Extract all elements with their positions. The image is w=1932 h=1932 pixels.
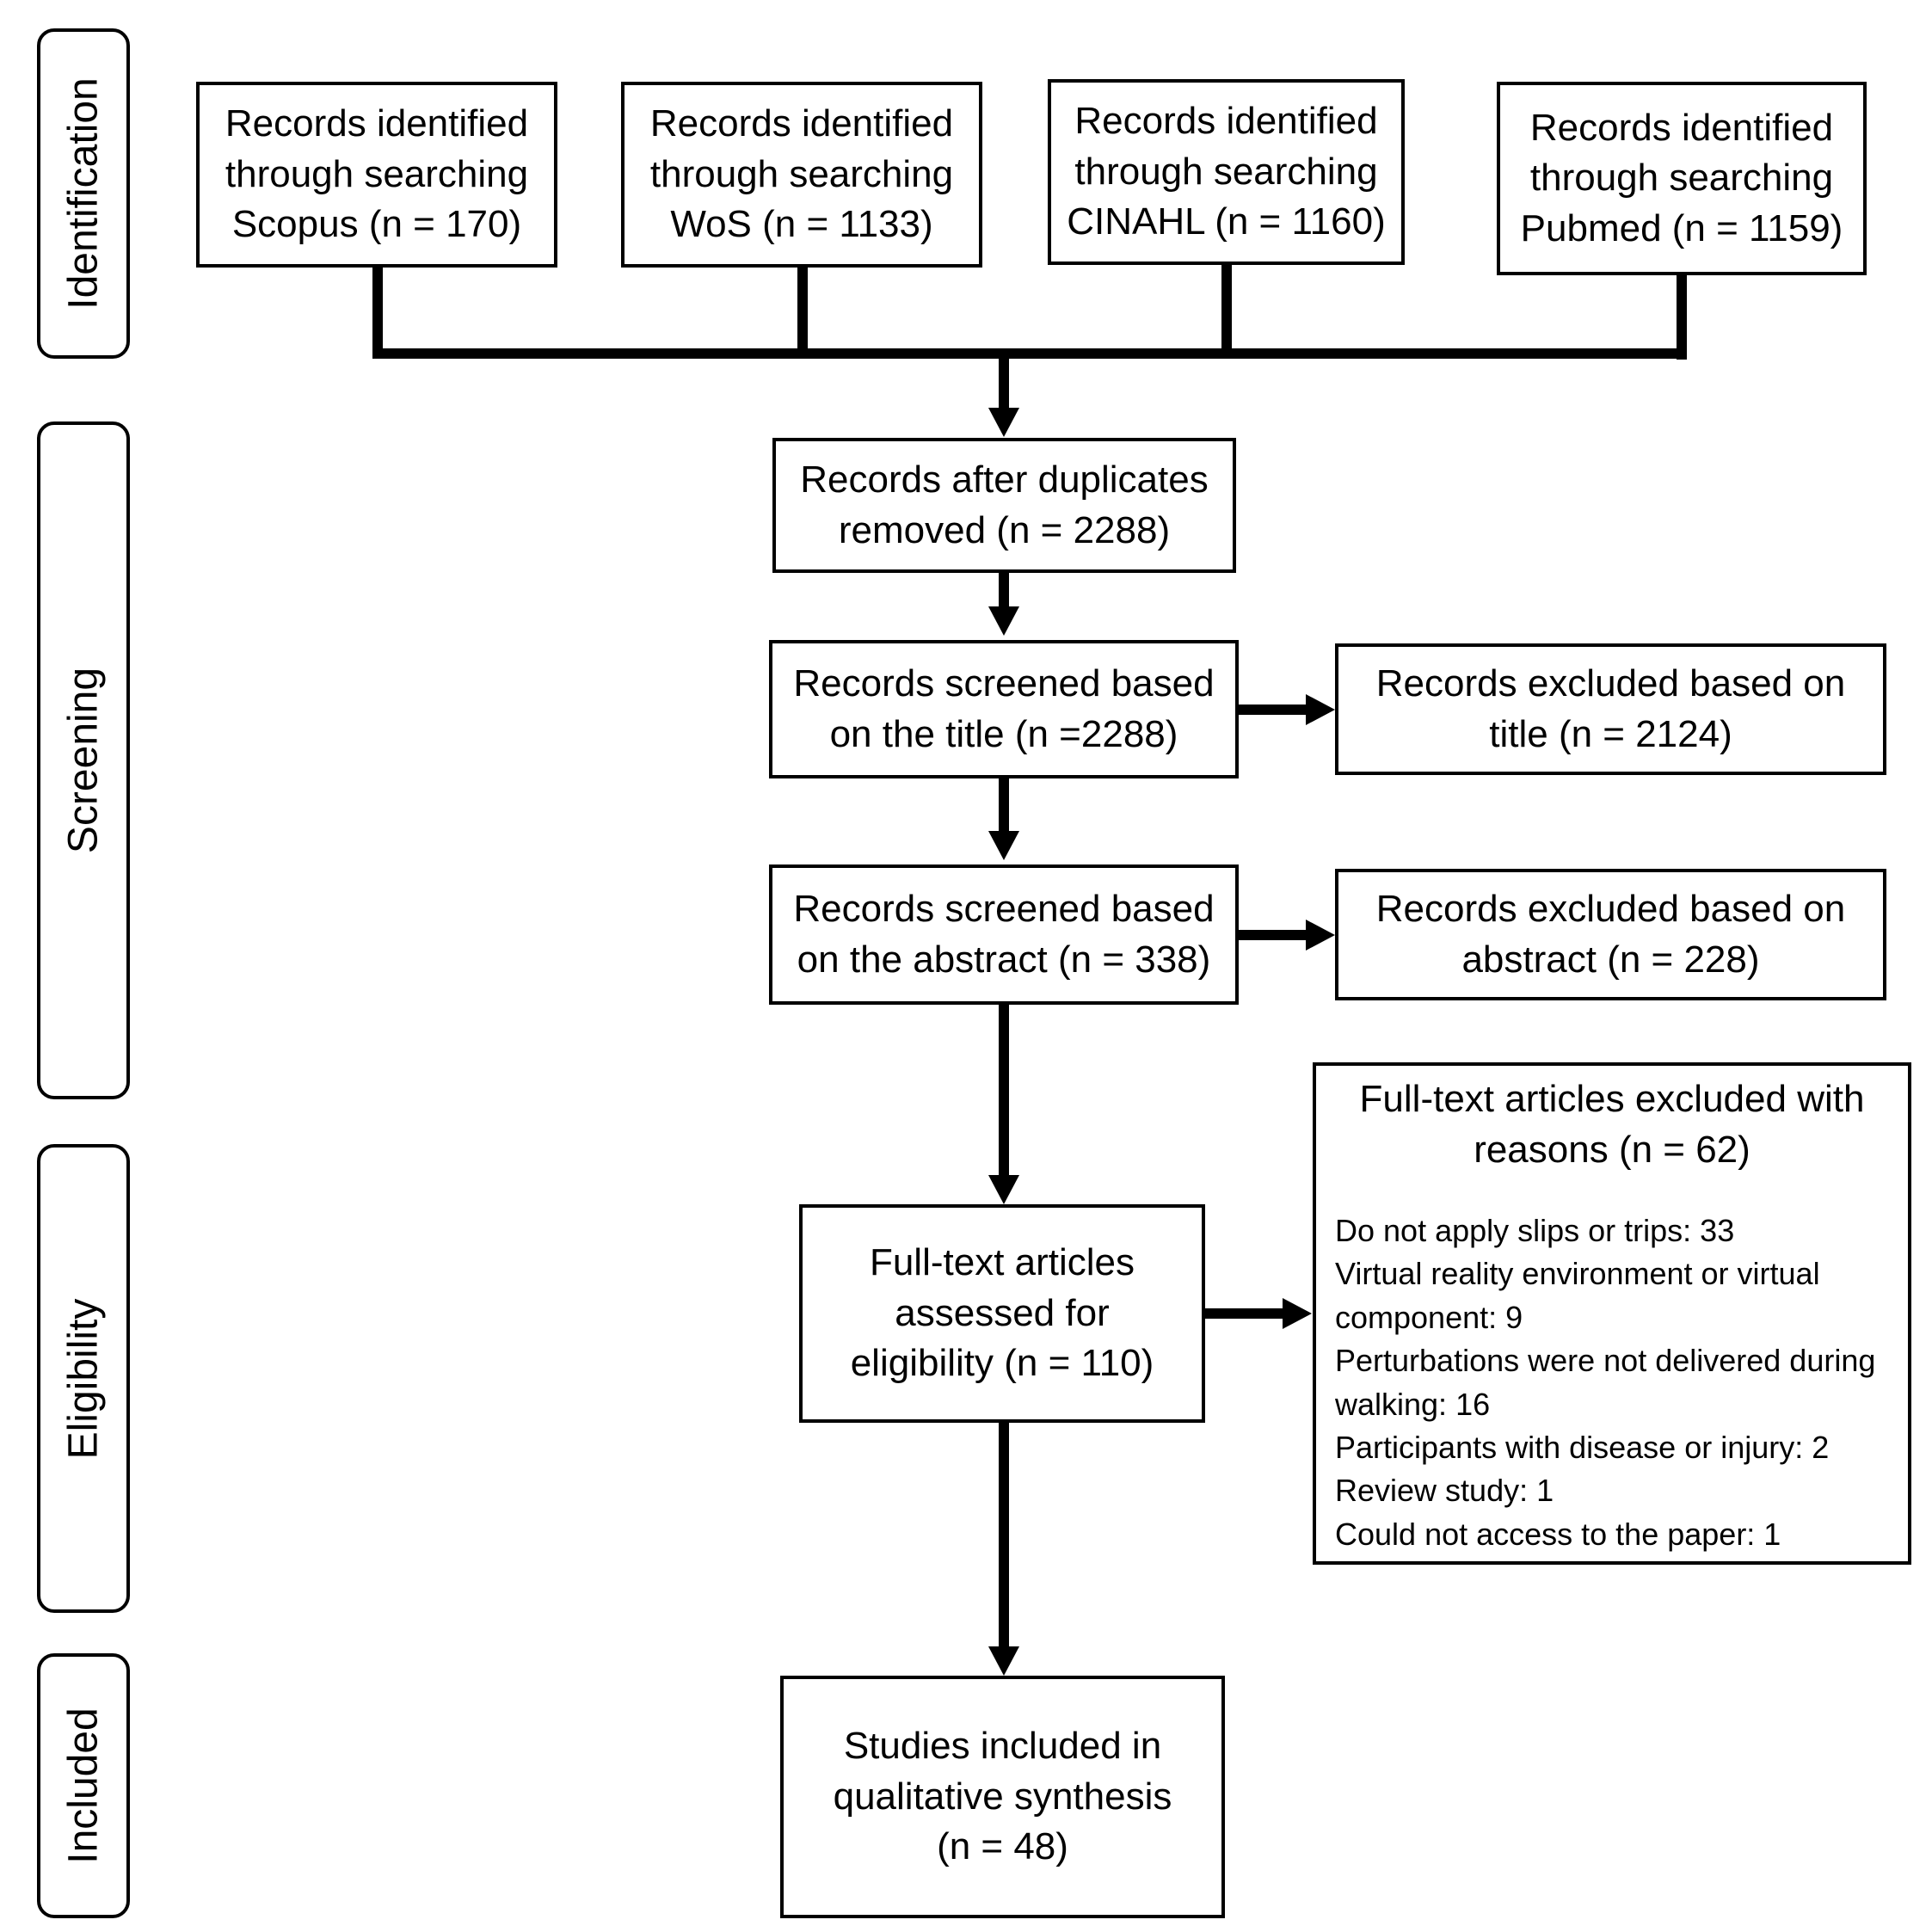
fulltext-line2: assessed for: [895, 1291, 1110, 1334]
fulltext-excluded-line1: Full-text articles excluded with: [1359, 1078, 1865, 1120]
arrow-to-abstract-screen: [988, 831, 1019, 860]
source-pubmed-line2: through searching: [1529, 157, 1834, 200]
exclusion-reasons-list: Do not apply slips or trips: 33 Virtual …: [1335, 1209, 1889, 1556]
exclusion-reason: Virtual reality environment or virtual c…: [1335, 1256, 1820, 1335]
source-scopus-line2: through searching: [225, 152, 529, 195]
box-abstract-excluded: Records excluded based on abstract (n = …: [1335, 869, 1886, 1000]
connector-fulltext-to-included: [999, 1423, 1009, 1648]
included-line3: (n = 48): [937, 1825, 1068, 1868]
box-studies-included: Studies included in qualitative synthesi…: [780, 1676, 1225, 1918]
box-duplicates-removed: Records after duplicates removed (n = 22…: [772, 438, 1236, 573]
abstract-excluded-line2: abstract (n = 228): [1461, 938, 1760, 981]
source-pubmed-line1: Records identified: [1529, 106, 1834, 149]
source-cinahl-line2: through searching: [1074, 150, 1378, 193]
source-wos-line2: through searching: [649, 152, 954, 195]
box-fulltext-excluded: Full-text articles excluded with reasons…: [1313, 1062, 1911, 1565]
source-box-pubmed: Records identified through searching Pub…: [1497, 82, 1867, 275]
stage-eligibility-label: Eligibility: [60, 1298, 107, 1459]
connector-cinahl: [1221, 265, 1232, 357]
box-title-screened: Records screened based on the title (n =…: [769, 640, 1239, 778]
source-wos-line3: WoS (n = 1133): [670, 203, 933, 246]
source-scopus-line1: Records identified: [225, 102, 529, 145]
source-pubmed-line3: Pubmed (n = 1159): [1520, 206, 1843, 249]
stage-included-label: Included: [60, 1707, 107, 1864]
arrow-to-fulltext-excluded: [1283, 1298, 1312, 1329]
arrow-to-title-screen: [988, 606, 1019, 636]
source-wos-line1: Records identified: [649, 102, 954, 145]
connector-pubmed: [1677, 275, 1687, 360]
exclusion-reason: Could not access to the paper: 1: [1335, 1516, 1781, 1552]
included-line1: Studies included in: [843, 1725, 1162, 1768]
exclusion-reason: Review study: 1: [1335, 1473, 1554, 1509]
connector-to-duplicates: [999, 357, 1009, 409]
title-excluded-line2: title (n = 2124): [1489, 712, 1732, 755]
stage-included: Included: [37, 1653, 130, 1918]
abstract-screen-line2: on the abstract (n = 338): [797, 938, 1211, 981]
stage-identification-label: Identification: [60, 77, 107, 310]
stage-screening-label: Screening: [60, 667, 107, 854]
connector-abstract-to-excluded: [1239, 930, 1307, 940]
connector-fulltext-to-excluded: [1205, 1308, 1284, 1319]
included-line2: qualitative synthesis: [833, 1775, 1172, 1818]
fulltext-excluded-line2: reasons (n = 62): [1474, 1128, 1750, 1171]
box-fulltext-assessed: Full-text articles assessed for eligibil…: [799, 1204, 1205, 1423]
source-box-scopus: Records identified through searching Sco…: [196, 82, 557, 268]
title-screen-line2: on the title (n =2288): [829, 712, 1178, 755]
stage-identification: Identification: [37, 28, 130, 359]
arrow-to-fulltext: [988, 1175, 1019, 1204]
stage-screening: Screening: [37, 421, 130, 1099]
abstract-excluded-line1: Records excluded based on: [1375, 887, 1846, 930]
title-screen-line1: Records screened based: [793, 661, 1215, 705]
connector-dup-to-title: [999, 573, 1009, 607]
source-cinahl-line3: CINAHL (n = 1160): [1067, 200, 1386, 243]
connector-scopus: [372, 268, 383, 357]
arrow-to-title-excluded: [1306, 694, 1335, 725]
source-box-cinahl: Records identified through searching CIN…: [1048, 79, 1405, 265]
source-cinahl-line1: Records identified: [1074, 100, 1378, 143]
stage-eligibility: Eligibility: [37, 1144, 130, 1613]
exclusion-reason: Perturbations were not delivered during …: [1335, 1343, 1876, 1422]
box-abstract-screened: Records screened based on the abstract (…: [769, 864, 1239, 1005]
source-box-wos: Records identified through searching WoS…: [621, 82, 982, 268]
abstract-screen-line1: Records screened based: [793, 887, 1215, 930]
fulltext-line1: Full-text articles: [869, 1241, 1135, 1284]
duplicates-line1: Records after duplicates: [800, 458, 1209, 501]
title-excluded-line1: Records excluded based on: [1375, 661, 1846, 705]
arrow-to-duplicates: [988, 408, 1019, 437]
exclusion-reason: Do not apply slips or trips: 33: [1335, 1213, 1735, 1249]
source-scopus-line3: Scopus (n = 170): [231, 203, 522, 246]
connector-abstract-to-fulltext: [999, 1005, 1009, 1177]
exclusion-reason: Participants with disease or injury: 2: [1335, 1429, 1830, 1465]
connector-title-to-excluded: [1239, 705, 1307, 715]
box-title-excluded: Records excluded based on title (n = 212…: [1335, 643, 1886, 775]
connector-wos: [797, 268, 808, 357]
connector-title-to-abstract: [999, 778, 1009, 832]
duplicates-line2: removed (n = 2288): [838, 508, 1171, 551]
connector-merge: [372, 348, 1687, 359]
fulltext-line3: eligibility (n = 110): [850, 1342, 1154, 1385]
arrow-to-abstract-excluded: [1306, 920, 1335, 951]
arrow-to-included: [988, 1646, 1019, 1676]
